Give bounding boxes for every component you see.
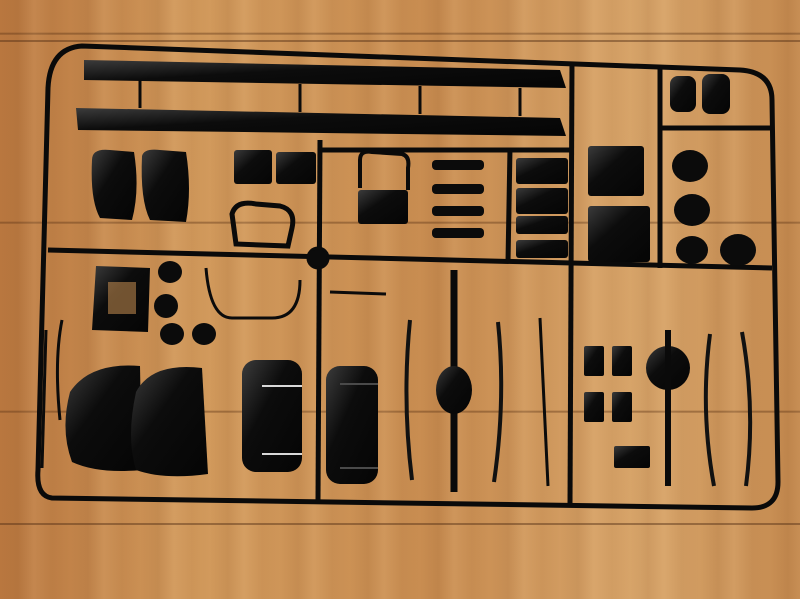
seat-frame: [229, 200, 296, 249]
rail-gates: [138, 80, 522, 116]
floor-seam: [0, 523, 800, 525]
toolbox-part: [588, 146, 650, 262]
tank-box: [516, 158, 568, 258]
fuel-tank: [242, 360, 378, 484]
plate-part: [92, 266, 150, 332]
box-part: [234, 150, 408, 224]
axle-housing: [436, 270, 690, 492]
air-tank: [670, 74, 730, 114]
shock-absorber: [432, 160, 484, 238]
block-part: [584, 346, 650, 468]
disk-part: [154, 150, 756, 345]
mudguard-part: [65, 365, 208, 477]
chassis-rail: [76, 60, 566, 136]
rod-part: [40, 246, 550, 487]
floor-seam: [0, 40, 800, 42]
leaf-spring: [404, 319, 753, 487]
outer-runner: [35, 43, 781, 511]
frame-part: [358, 149, 411, 190]
fender-part: [91, 149, 189, 222]
